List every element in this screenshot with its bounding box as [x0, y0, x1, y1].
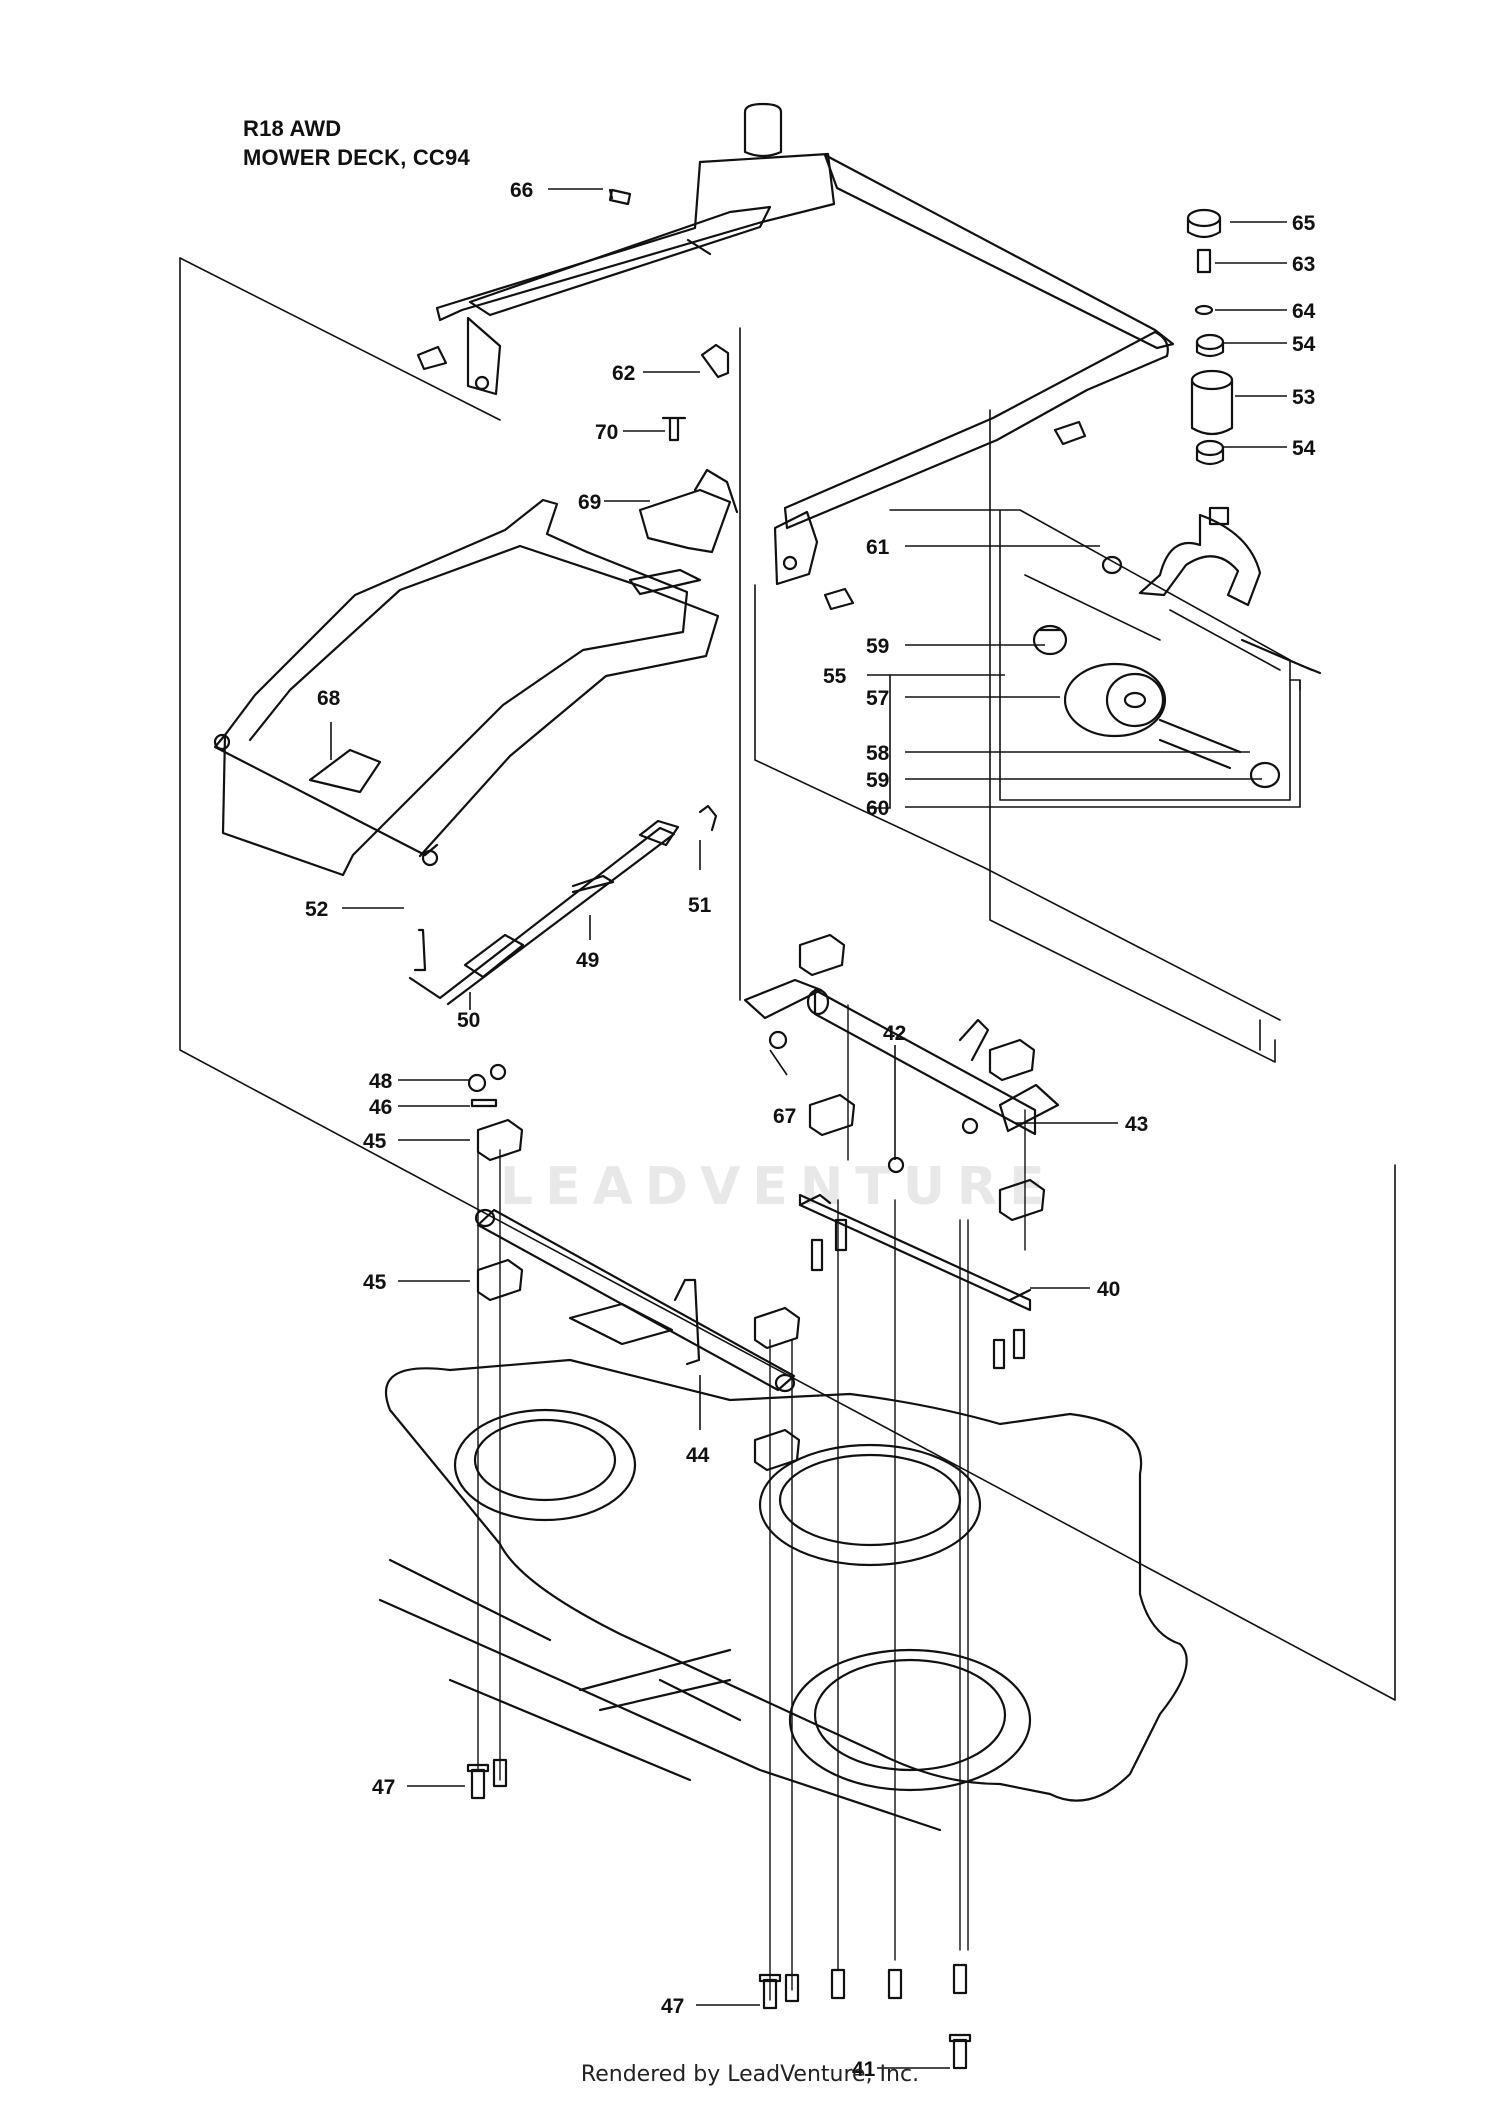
lift-frame	[213, 498, 720, 877]
callout-66: 66	[510, 179, 533, 202]
callout-44: 44	[686, 1444, 710, 1467]
caster-wheel-assembly	[1032, 506, 1322, 789]
callout-41: 41	[852, 2058, 876, 2081]
callout-48: 48	[369, 1070, 393, 1093]
callout-57: 57	[866, 687, 889, 710]
callout-46: 46	[369, 1096, 392, 1119]
mower-deck	[378, 1358, 1188, 1832]
bolt-alignment-lines	[477, 1004, 1026, 2001]
callout-49: 49	[576, 949, 599, 972]
adjustment-rod	[408, 804, 718, 1006]
callout-42: 42	[883, 1022, 906, 1045]
front-axle	[467, 1063, 801, 1472]
callout-68: 68	[317, 687, 341, 710]
callout-labels: 66 65 63 64 54 62 53 70 54 69 61 59 55 5…	[305, 179, 1316, 2081]
watermark: LEADVENTURE	[500, 1157, 1057, 1217]
callout-leaders	[330, 188, 1301, 2069]
callout-69: 69	[578, 491, 601, 514]
callout-52: 52	[305, 898, 328, 921]
callout-45-upper: 45	[363, 1130, 387, 1153]
model-title: R18 AWD	[243, 116, 342, 141]
callout-70: 70	[595, 421, 618, 444]
exploded-view-leaders	[179, 257, 1396, 1701]
callout-67: 67	[773, 1105, 796, 1128]
callout-59-upper: 59	[866, 635, 889, 658]
callout-50: 50	[457, 1009, 480, 1032]
callout-45-lower: 45	[363, 1271, 387, 1294]
lower-hanger-arm	[773, 330, 1169, 611]
callout-59-lower: 59	[866, 769, 889, 792]
upper-hanger-arm	[416, 102, 1175, 396]
callout-64: 64	[1292, 300, 1316, 323]
callout-61: 61	[866, 536, 890, 559]
callout-43: 43	[1125, 1113, 1148, 1136]
callout-54-lower: 54	[1292, 437, 1316, 460]
callout-53: 53	[1292, 386, 1315, 409]
callout-40: 40	[1097, 1278, 1120, 1301]
callout-47-left: 47	[372, 1776, 395, 1799]
callout-51: 51	[688, 894, 712, 917]
callout-62: 62	[612, 362, 635, 385]
callout-58: 58	[866, 742, 890, 765]
bracket-assembly	[638, 343, 739, 554]
callout-54-upper: 54	[1292, 333, 1316, 356]
render-credit: Rendered by LeadVenture, Inc.	[580, 2062, 920, 2087]
section-title: MOWER DECK, CC94	[243, 145, 470, 170]
callout-63: 63	[1292, 253, 1315, 276]
callout-60: 60	[866, 797, 889, 820]
rear-axle	[743, 933, 1060, 1312]
pivot-bushing-stack	[1186, 208, 1234, 466]
bolts	[466, 188, 1026, 2070]
callout-65: 65	[1292, 212, 1316, 235]
callout-55: 55	[823, 665, 847, 688]
callout-47-bottom: 47	[661, 1995, 684, 2018]
